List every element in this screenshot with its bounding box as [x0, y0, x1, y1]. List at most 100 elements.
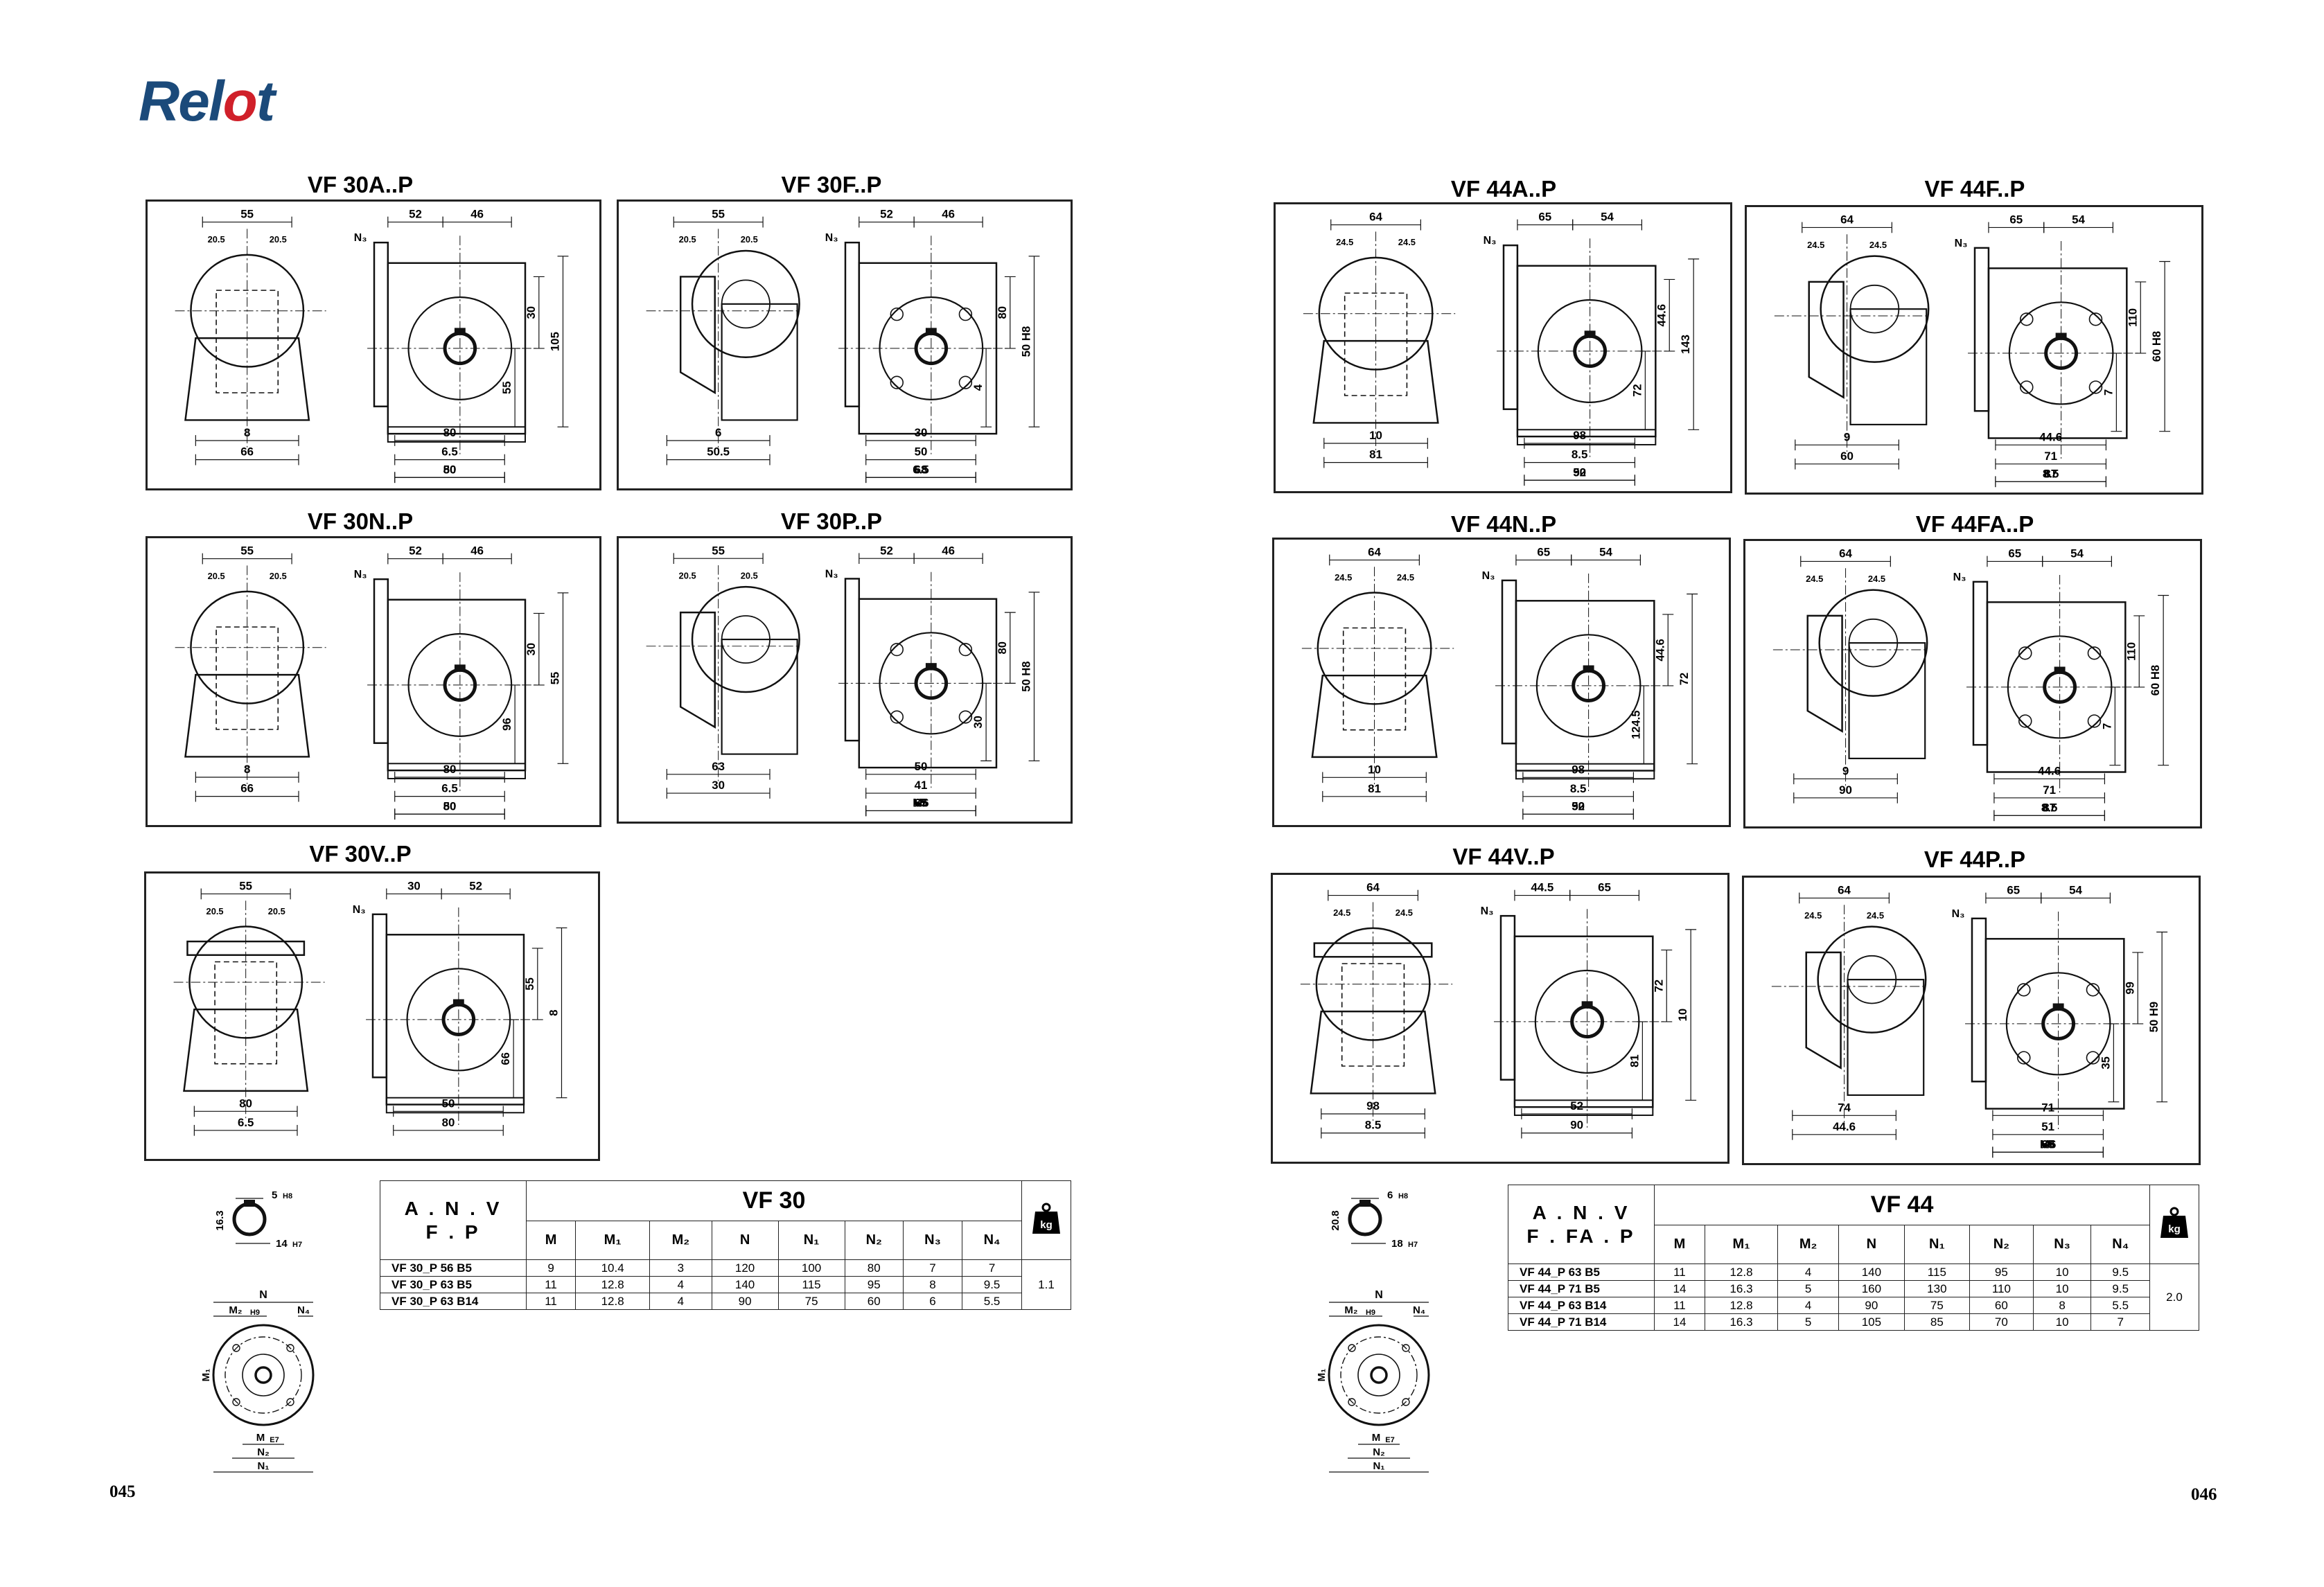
- dimension-label: 65: [1598, 881, 1611, 894]
- dimension-label: M: [256, 1432, 265, 1444]
- dimension-label: M₂: [1344, 1304, 1357, 1316]
- dimension-label: 14: [276, 1238, 288, 1250]
- dimension-label: 6.5: [441, 782, 457, 795]
- dimension-label: 35: [2099, 1056, 2112, 1070]
- title-vf30p: VF 30P..P: [780, 508, 883, 534]
- table-header-row: M M₁ M₂ N N₁ N₂ N₃ N₄: [380, 1221, 1071, 1260]
- input-flange: [1973, 247, 1990, 412]
- dimension-label: 81: [1369, 448, 1382, 461]
- input-flange: [844, 578, 861, 742]
- dimension-label: 52: [880, 208, 893, 221]
- title-vf44n: VF 44N..P: [1450, 511, 1557, 537]
- dimension-label: 64: [1366, 881, 1380, 894]
- dimension-label: N₁: [1373, 1460, 1384, 1472]
- dimension-label: 65: [915, 797, 928, 810]
- dimension-label: 8: [244, 426, 250, 439]
- dimension-label: H9: [1366, 1309, 1375, 1317]
- dimension-label: 9: [1842, 765, 1849, 778]
- dimension-label: 90: [1570, 1119, 1583, 1132]
- dimension-label: 110: [2124, 642, 2138, 661]
- dimension-label: 80: [443, 426, 457, 439]
- dimension-label: 10: [1369, 429, 1382, 442]
- dimension-label: 24.5: [1336, 237, 1353, 247]
- table-row: VF 30_P 56 B5 9 10.4 3 120 100 80 7 7 1.…: [380, 1259, 1071, 1310]
- dimension-label: 10: [1676, 1009, 1689, 1022]
- dimension-label: 44.6: [2039, 431, 2062, 444]
- dimension-label: 6.5: [441, 445, 457, 459]
- dimension-label: 8.5: [2041, 801, 2058, 815]
- dimension-label: 65: [2041, 1138, 2054, 1151]
- dimension-label: 72: [1652, 979, 1665, 993]
- dimension-label: 81: [1628, 1054, 1641, 1067]
- dimension-label: 105: [548, 332, 561, 351]
- dimension-label: 7: [2102, 389, 2115, 396]
- dimension-label: 66: [499, 1052, 512, 1065]
- dimension-label: 54: [1601, 211, 1614, 224]
- spec-table-vf44: A . N . V F . FA . P VF 44 kg M M₁ M₂ N …: [1508, 1185, 2199, 1331]
- motor-flange-icon: [212, 1324, 315, 1426]
- housing-outline: [1818, 589, 1928, 697]
- dimension-label: 65: [2007, 884, 2020, 897]
- dimension-label: 98: [1366, 1099, 1380, 1112]
- dimension-label: 65: [2009, 213, 2023, 227]
- dimension-label: 50: [442, 1097, 455, 1110]
- dimension-label: N₄: [297, 1304, 310, 1316]
- dimension-label: 68: [915, 463, 928, 476]
- dimension-label: 20.5: [741, 571, 758, 581]
- dimension-label: 24.5: [1333, 907, 1350, 918]
- dimension-label: 60 H8: [2150, 331, 2163, 362]
- dimension-label: 51: [2041, 1120, 2054, 1133]
- dimension-label: 6: [1387, 1189, 1393, 1201]
- dimension-label: 8.5: [1570, 782, 1587, 795]
- dimension-label: H7: [292, 1241, 302, 1249]
- dimension-label: 20.5: [208, 571, 225, 581]
- dimension-label: 24.5: [1806, 574, 1823, 584]
- dimension-label: 81: [1368, 782, 1381, 795]
- dimension-label: 46: [470, 544, 484, 558]
- dimension-label: N₃: [1482, 570, 1495, 582]
- dimension-label: 98: [1572, 763, 1585, 777]
- dimension-label: 20.5: [270, 234, 287, 245]
- dimension-label: N₃: [353, 904, 366, 916]
- dimension-label: 54: [2069, 884, 2082, 897]
- input-flange: [371, 913, 388, 1079]
- dimension-label: M₁: [1316, 1369, 1328, 1382]
- dimension-label: 74: [1838, 1101, 1851, 1115]
- dimension-label: E7: [1385, 1436, 1394, 1444]
- dimension-label: 55: [240, 208, 254, 221]
- title-vf30n: VF 30N..P: [307, 508, 414, 534]
- dimension-label: 80: [443, 463, 457, 476]
- dimension-label: N₃: [825, 232, 838, 244]
- dimension-label: 9: [1844, 431, 1850, 444]
- table-row: VF 44_P 63 B14 11 12.8 4 90 75 60 8 5.5: [1508, 1297, 2199, 1314]
- dimension-label: M6: [913, 797, 928, 810]
- weight-icon: kg: [2160, 1207, 2188, 1238]
- dimension-label: 54: [1599, 546, 1612, 559]
- dimension-label: 80: [239, 1097, 252, 1110]
- housing-outline: [691, 585, 800, 693]
- weight-value: 2.0: [2149, 1264, 2199, 1331]
- dimension-label: 87: [2044, 468, 2057, 481]
- dimension-label: 7: [2100, 723, 2113, 729]
- table-row: VF 30_P 63 B5 11 12.8 4 140 115 95 8 9.5: [380, 1276, 1071, 1293]
- dimension-label: 24.5: [1335, 572, 1352, 583]
- dimension-label: M: [1372, 1432, 1381, 1444]
- dimension-label: 60 H8: [2149, 665, 2162, 695]
- title-vf44fa: VF 44FA..P: [1915, 511, 2034, 537]
- table-head-anv: A . N . V F . FA . P: [1508, 1185, 1655, 1264]
- dimension-label: 44.5: [1531, 881, 1553, 894]
- dimension-label: 6.5: [238, 1116, 254, 1129]
- page-number-left: 045: [109, 1482, 136, 1501]
- input-flange: [1502, 244, 1519, 410]
- dimension-label: N₃: [1953, 571, 1966, 583]
- dimension-label: x8: [2041, 1138, 2054, 1151]
- dimension-label: 24.5: [1867, 910, 1884, 921]
- dimension-label: 71: [2044, 450, 2057, 463]
